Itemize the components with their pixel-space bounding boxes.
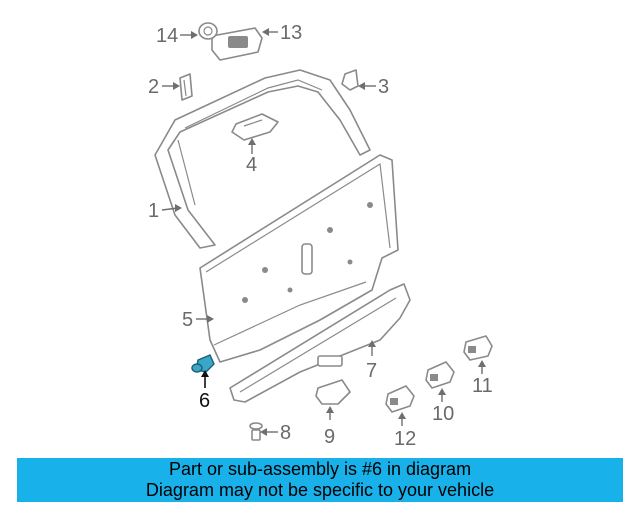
callout-7: 7 (366, 340, 377, 382)
callout-1: 1 (148, 200, 182, 222)
part-6-clip-highlighted[interactable] (191, 354, 215, 373)
callout-10: 10 (432, 388, 454, 425)
svg-text:7: 7 (366, 360, 377, 382)
part-1-garnish (154, 69, 371, 249)
svg-text:11: 11 (472, 375, 493, 397)
callout-12: 12 (394, 412, 416, 450)
svg-text:14: 14 (156, 25, 178, 47)
svg-text:10: 10 (432, 403, 454, 425)
info-banner: Part or sub-assembly is #6 in diagram Di… (17, 458, 623, 502)
banner-line-2: Diagram may not be specific to your vehi… (145, 480, 495, 500)
callout-11: 11 (472, 360, 493, 397)
part-12-stopper (385, 385, 415, 413)
part-10-stopper (425, 361, 455, 389)
part-11-stopper (463, 335, 493, 361)
svg-text:2: 2 (148, 76, 159, 98)
part-7-lower-garnish (229, 283, 411, 403)
parts-diagram: 1 2 3 4 5 6 7 8 9 10 (148, 22, 493, 450)
svg-text:9: 9 (324, 426, 335, 448)
part-2-bracket (179, 73, 193, 101)
svg-text:12: 12 (394, 428, 416, 450)
callout-2: 2 (148, 76, 180, 98)
part-5-trim-panel (199, 154, 399, 363)
svg-text:13: 13 (280, 22, 302, 44)
callout-14: 14 (156, 25, 198, 47)
callout-13: 13 (262, 22, 302, 44)
callout-9: 9 (324, 406, 335, 448)
part-8-push-pin (249, 422, 263, 441)
svg-text:4: 4 (246, 154, 257, 176)
part-4-latch (231, 113, 279, 141)
callout-6: 6 (199, 370, 210, 412)
callout-3: 3 (358, 76, 389, 98)
svg-text:5: 5 (182, 309, 193, 331)
callout-4: 4 (246, 138, 257, 176)
part-14-bulb (198, 22, 218, 40)
svg-text:3: 3 (378, 76, 389, 98)
part-13-light (211, 27, 263, 61)
svg-text:1: 1 (148, 200, 159, 222)
callout-8: 8 (260, 422, 291, 444)
callout-5: 5 (182, 309, 214, 331)
svg-text:6: 6 (199, 390, 210, 412)
part-3-clip (341, 69, 359, 91)
svg-text:8: 8 (280, 422, 291, 444)
part-9-bracket (315, 379, 351, 405)
banner-line-1: Part or sub-assembly is #6 in diagram (168, 459, 472, 479)
